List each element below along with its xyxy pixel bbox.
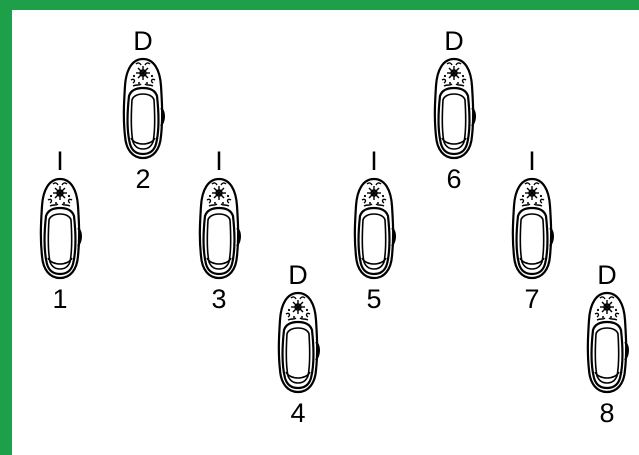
shoe-icon (195, 176, 243, 281)
side-label: I (502, 146, 562, 176)
side-label: D (577, 260, 637, 290)
shoe-icon (583, 290, 631, 395)
step-number: 1 (30, 284, 90, 314)
shoe-icon (274, 290, 322, 395)
step-number: 4 (268, 398, 328, 428)
step-number: 5 (344, 284, 404, 314)
step-number: 3 (189, 284, 249, 314)
shoe-icon (36, 176, 84, 281)
side-label: I (189, 146, 249, 176)
shoe-icon (508, 176, 556, 281)
step-number: 7 (502, 284, 562, 314)
step-number: 2 (113, 164, 173, 194)
step-number: 6 (424, 164, 484, 194)
side-label: I (344, 146, 404, 176)
step-number: 8 (577, 398, 637, 428)
shoe-icon (430, 56, 478, 161)
side-label: I (30, 146, 90, 176)
side-label: D (268, 260, 328, 290)
shoe-icon (119, 56, 167, 161)
footstep-diagram: I 1 D 2 I 3 D 4 I 5 D 6 I 7 D 8 (12, 10, 639, 455)
side-label: D (113, 26, 173, 56)
shoe-icon (350, 176, 398, 281)
side-label: D (424, 26, 484, 56)
